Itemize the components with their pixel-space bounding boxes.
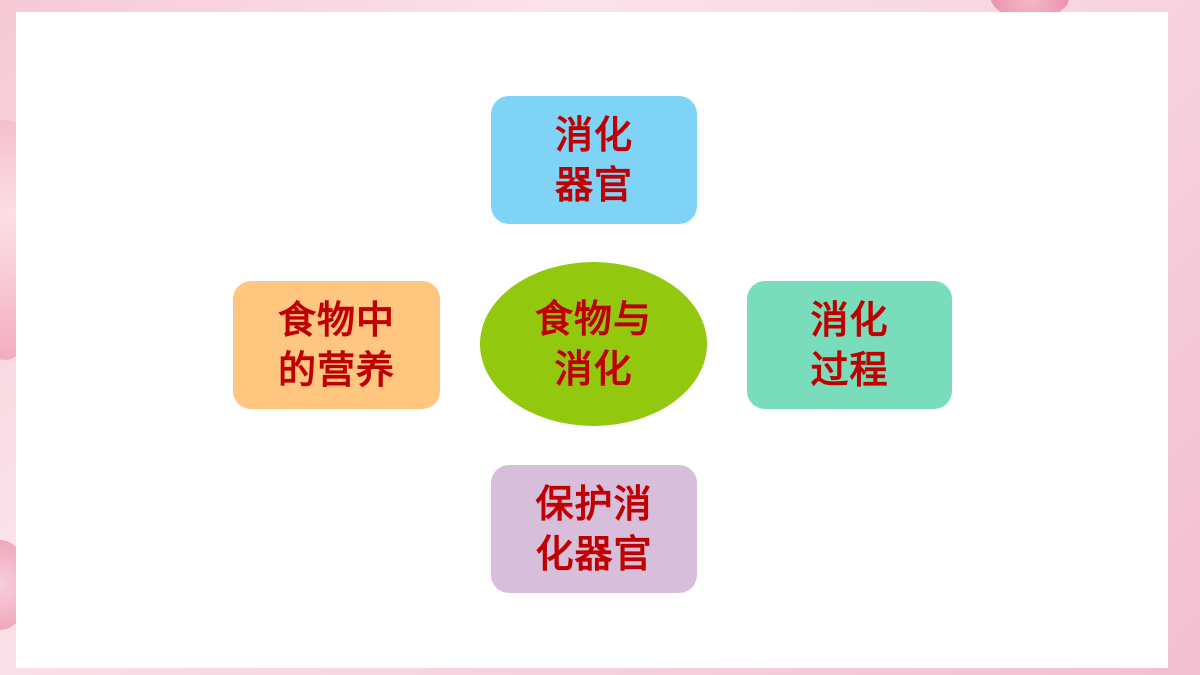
- node-label-line: 器官: [554, 163, 633, 207]
- node-food-nutrition: 食物中 的营养: [233, 281, 440, 409]
- node-label-line: 的营养: [277, 348, 395, 392]
- node-label-line: 化器官: [535, 532, 653, 576]
- node-label-line: 过程: [810, 348, 889, 392]
- node-label-line: 食物与: [534, 297, 652, 341]
- node-digestive-organs: 消化 器官: [491, 96, 697, 224]
- node-label-line: 消化: [810, 298, 889, 342]
- node-center-food-digestion: 食物与 消化: [480, 262, 707, 426]
- node-label-line: 食物中: [277, 298, 395, 342]
- node-label-line: 消化: [554, 347, 633, 391]
- node-label-line: 保护消: [535, 482, 653, 526]
- node-digestion-process: 消化 过程: [747, 281, 952, 409]
- node-label-line: 消化: [554, 113, 633, 157]
- node-protect-digestive-organs: 保护消 化器官: [491, 465, 697, 593]
